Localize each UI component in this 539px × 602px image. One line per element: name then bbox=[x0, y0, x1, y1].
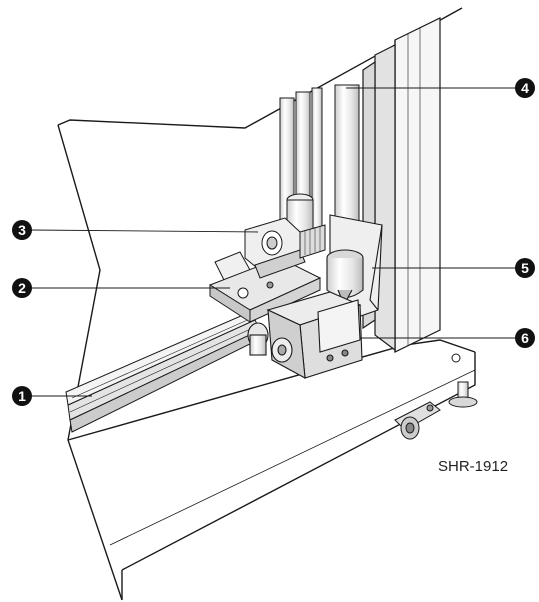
callout-2-label: 2 bbox=[18, 280, 26, 296]
callout-5-label: 5 bbox=[521, 260, 529, 276]
guide-rods bbox=[279, 84, 360, 261]
callout-1-label: 1 bbox=[18, 388, 26, 404]
callout-3: 3 bbox=[12, 220, 32, 240]
figure-code: SHR-1912 bbox=[438, 458, 508, 475]
callout-5: 5 bbox=[515, 258, 535, 278]
lower-block bbox=[247, 291, 363, 379]
callout-6-label: 6 bbox=[521, 330, 529, 346]
upright-bracket bbox=[326, 214, 383, 319]
callout-4-label: 4 bbox=[521, 80, 529, 96]
callout-2: 2 bbox=[12, 278, 32, 298]
carriage-assembly bbox=[208, 217, 326, 323]
base-table bbox=[57, 7, 476, 601]
leader-lines bbox=[29, 87, 517, 397]
callout-6: 6 bbox=[515, 328, 535, 348]
leveling-foot bbox=[448, 353, 478, 408]
linear-rail bbox=[65, 311, 263, 433]
callout-1: 1 bbox=[12, 386, 32, 406]
caster-wheel bbox=[394, 401, 441, 440]
callout-4: 4 bbox=[515, 78, 535, 98]
callout-3-label: 3 bbox=[18, 222, 26, 238]
